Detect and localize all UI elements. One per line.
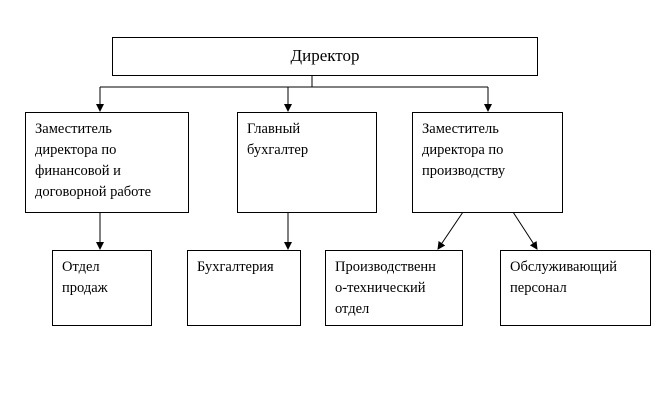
node-label: Производственн о-технический отдел <box>335 259 436 317</box>
node-label: Заместитель директора по финансовой и до… <box>35 121 151 200</box>
node-accounting: Бухгалтерия <box>187 250 301 326</box>
node-production-tech-dept: Производственн о-технический отдел <box>325 250 463 326</box>
node-label: Директор <box>290 46 360 65</box>
node-director: Директор <box>112 37 538 76</box>
node-label: Отдел продаж <box>62 259 108 296</box>
edge-deputy-production-service-staff <box>512 211 538 250</box>
node-label: Главный бухгалтер <box>247 121 309 158</box>
node-label: Обслуживающий персонал <box>510 259 617 296</box>
node-sales-dept: Отдел продаж <box>52 250 152 326</box>
node-service-staff: Обслуживающий персонал <box>500 250 651 326</box>
node-deputy-production: Заместитель директора по производству <box>412 112 563 213</box>
node-chief-accountant: Главный бухгалтер <box>237 112 377 213</box>
node-deputy-finance: Заместитель директора по финансовой и до… <box>25 112 189 213</box>
node-label: Бухгалтерия <box>197 259 274 275</box>
node-label: Заместитель директора по производству <box>422 121 506 179</box>
edge-deputy-production-production-tech-dept <box>437 211 464 250</box>
